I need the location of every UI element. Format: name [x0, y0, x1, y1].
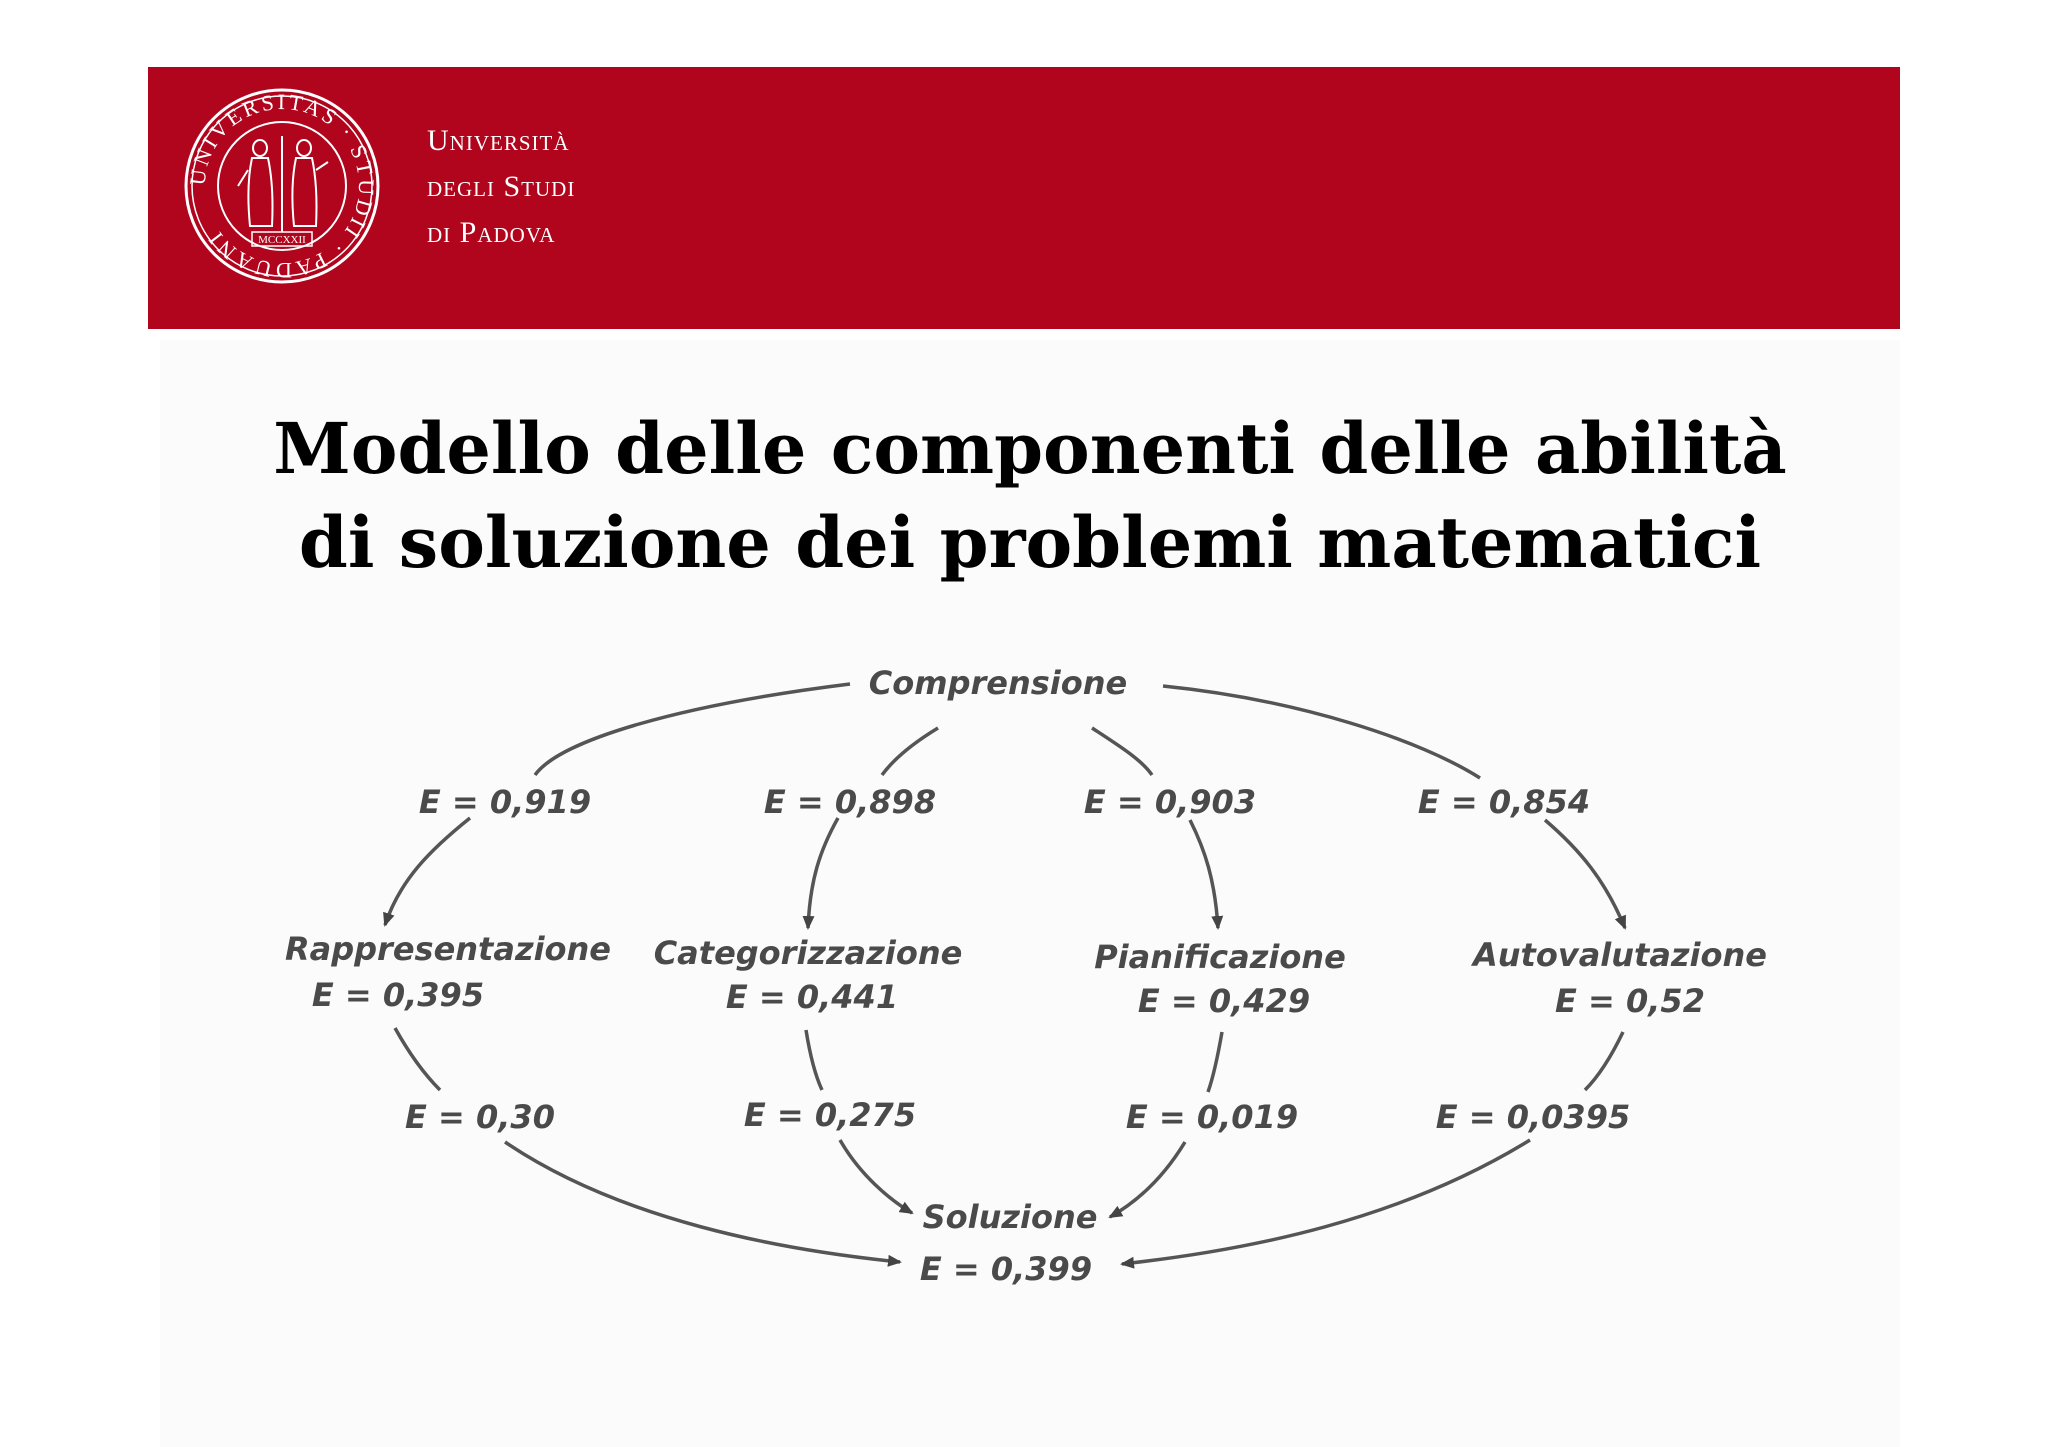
edge-comprensione-pianificazione — [1091, 726, 1154, 777]
node-soluzione-e: E = 0,399 — [920, 1250, 1092, 1288]
university-name: Università degli Studi di Padova — [427, 118, 575, 256]
edge-pianificazione-soluzione-lower — [1108, 1141, 1187, 1219]
edge-categorizzazione-soluzione — [804, 1029, 824, 1091]
slide-title-line-1: Modello delle componenti delle abilità — [273, 407, 1787, 490]
header-band — [148, 67, 1900, 329]
edge-label-comp-rapp: E = 0,919 — [419, 783, 591, 821]
edge-pianificazione-soluzione — [1206, 1031, 1224, 1093]
edge-label-pian-sol: E = 0,019 — [1126, 1098, 1298, 1136]
svg-text:MCCXXII: MCCXXII — [258, 234, 306, 246]
university-seal-logo: UNIVERSITAS · STUDII · PADUANI MCCXXII — [184, 88, 380, 284]
node-comprensione: Comprensione — [869, 664, 1127, 702]
edge-rappresentazione-soluzione — [393, 1027, 442, 1092]
edge-categorizzazione-soluzione-lower — [838, 1139, 914, 1215]
university-name-line-3: di Padova — [427, 216, 556, 249]
edge-comprensione-rappresentazione — [533, 682, 851, 777]
edge-comprensione-categorizzazione-lower — [802, 817, 840, 930]
edge-comprensione-autovalutazione-lower — [1543, 818, 1627, 930]
node-rappresentazione: Rappresentazione — [285, 930, 611, 968]
edge-label-comp-pian: E = 0,903 — [1084, 783, 1256, 821]
edge-label-auto-sol: E = 0,0395 — [1436, 1098, 1630, 1136]
edge-comprensione-pianificazione-lower — [1188, 819, 1224, 930]
edge-label-rapp-sol: E = 0,30 — [405, 1098, 555, 1136]
node-rappresentazione-e: E = 0,395 — [312, 976, 484, 1014]
university-name-line-2: degli Studi — [427, 170, 576, 203]
node-soluzione: Soluzione — [923, 1198, 1098, 1236]
node-categorizzazione: Categorizzazione — [654, 934, 963, 972]
slide-title: Modello delle componenti delle abilità d… — [160, 402, 1900, 590]
edge-label-cat-sol: E = 0,275 — [744, 1096, 916, 1134]
node-autovalutazione-e: E = 0,52 — [1555, 982, 1705, 1020]
edge-autovalutazione-soluzione — [1583, 1031, 1625, 1092]
node-pianificazione-e: E = 0,429 — [1138, 982, 1310, 1020]
slide-title-line-2: di soluzione dei problemi matematici — [298, 501, 1762, 584]
university-name-line-1: Università — [427, 124, 570, 157]
node-autovalutazione: Autovalutazione — [1470, 936, 1767, 974]
edge-comprensione-categorizzazione — [880, 726, 939, 777]
edge-label-comp-auto: E = 0,854 — [1418, 783, 1590, 821]
edge-comprensione-autovalutazione — [1162, 684, 1481, 780]
edge-label-comp-cat: E = 0,898 — [764, 783, 936, 821]
edge-comprensione-rappresentazione-lower — [383, 816, 472, 927]
node-categorizzazione-e: E = 0,441 — [726, 978, 898, 1016]
edge-rappresentazione-soluzione-lower — [504, 1140, 902, 1267]
node-pianificazione: Pianificazione — [1094, 938, 1346, 976]
edge-autovalutazione-soluzione-lower — [1120, 1138, 1531, 1269]
